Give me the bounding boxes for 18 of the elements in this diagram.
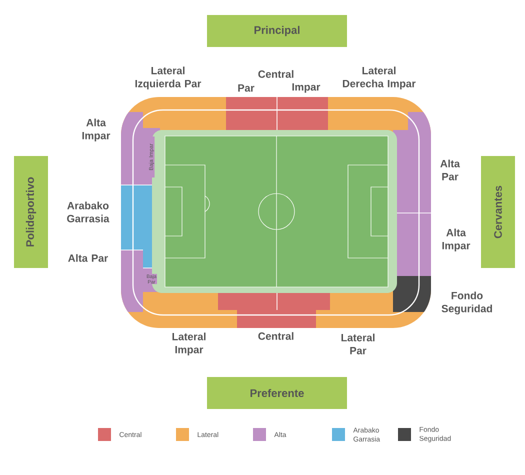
- section-label: Lateral Derecha Impar: [342, 66, 416, 90]
- section-label: Central: [258, 70, 294, 78]
- section-label: Fondo Seguridad: [442, 292, 492, 314]
- section-label: Alta Impar: [442, 228, 470, 252]
- stand-box: Polideportivo: [14, 156, 48, 268]
- section-label: Alta Par: [440, 160, 460, 180]
- stand-box: Preferente: [207, 377, 347, 409]
- section-label: Lateral Impar: [172, 332, 206, 356]
- section-label: Lateral Par: [342, 334, 374, 354]
- section-label: Alta Impar: [82, 118, 110, 142]
- section-label: Arabako Garrasia: [67, 202, 110, 222]
- section-label: Impar: [292, 83, 320, 93]
- section-label: Central: [258, 332, 294, 340]
- stand-box: Principal: [207, 15, 347, 47]
- section-label: Lateral Izquierda Par: [135, 66, 202, 90]
- section-label: Alta Par: [68, 254, 108, 262]
- section-label: Par: [238, 84, 254, 92]
- stand-box: Cervantes: [481, 156, 515, 268]
